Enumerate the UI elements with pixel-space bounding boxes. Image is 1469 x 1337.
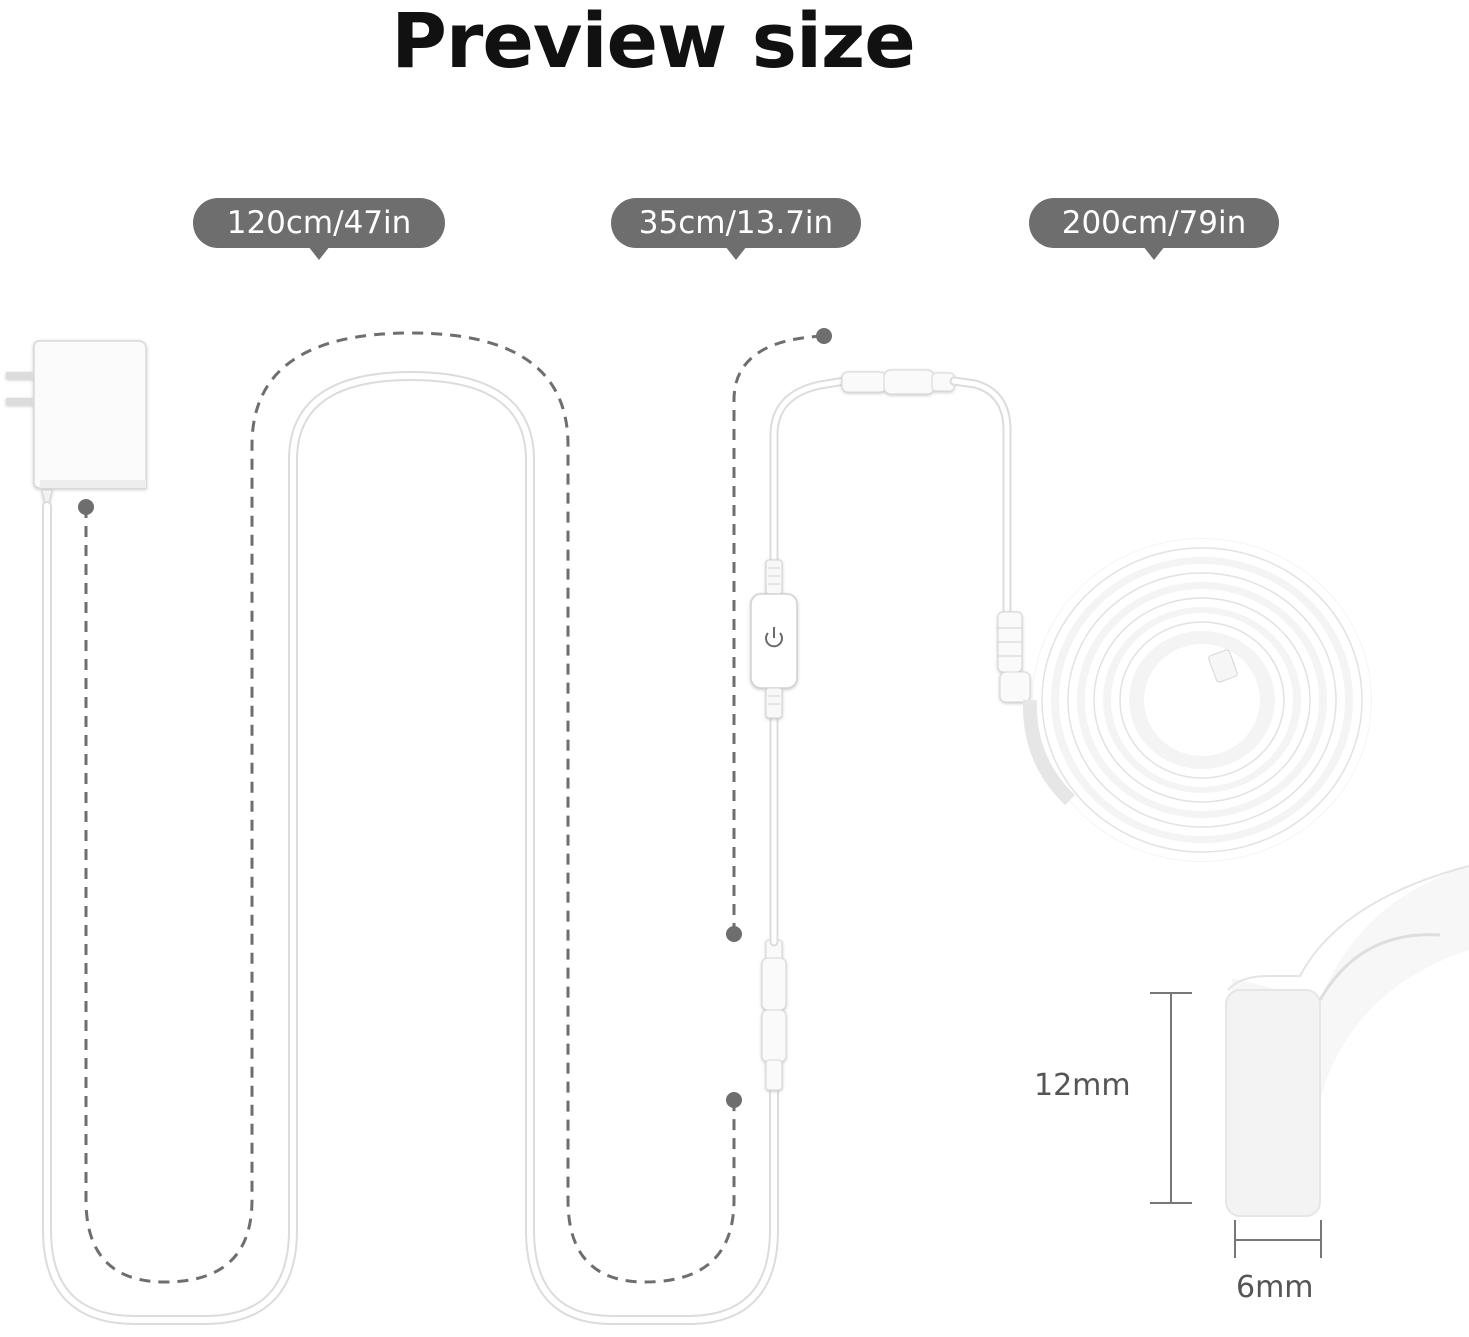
height-dimension-marker <box>1150 992 1192 1204</box>
touch-switch-icon <box>750 559 798 719</box>
profile-height-label: 12mm <box>1034 1068 1131 1103</box>
adapter-cable <box>42 370 779 1325</box>
strip-connector <box>997 611 1031 703</box>
led-strip-coil-icon <box>1022 538 1372 862</box>
strip-length-label: 200cm/79in <box>1029 198 1279 260</box>
adapter-cable-guide <box>78 331 742 1284</box>
power-adapter-icon <box>6 340 147 509</box>
width-dimension-marker <box>1234 1220 1322 1258</box>
profile-width-label: 6mm <box>1236 1270 1314 1305</box>
top-connector <box>841 369 955 395</box>
power-symbol-icon <box>765 627 783 648</box>
strip-profile <box>1225 865 1469 1217</box>
switch-cable-guide <box>726 328 832 942</box>
dc-connector <box>761 939 787 1091</box>
switch-cable-length-label: 35cm/13.7in <box>611 198 861 260</box>
page-title: Preview size <box>391 0 916 85</box>
adapter-cable-length-label: 120cm/47in <box>193 198 445 260</box>
